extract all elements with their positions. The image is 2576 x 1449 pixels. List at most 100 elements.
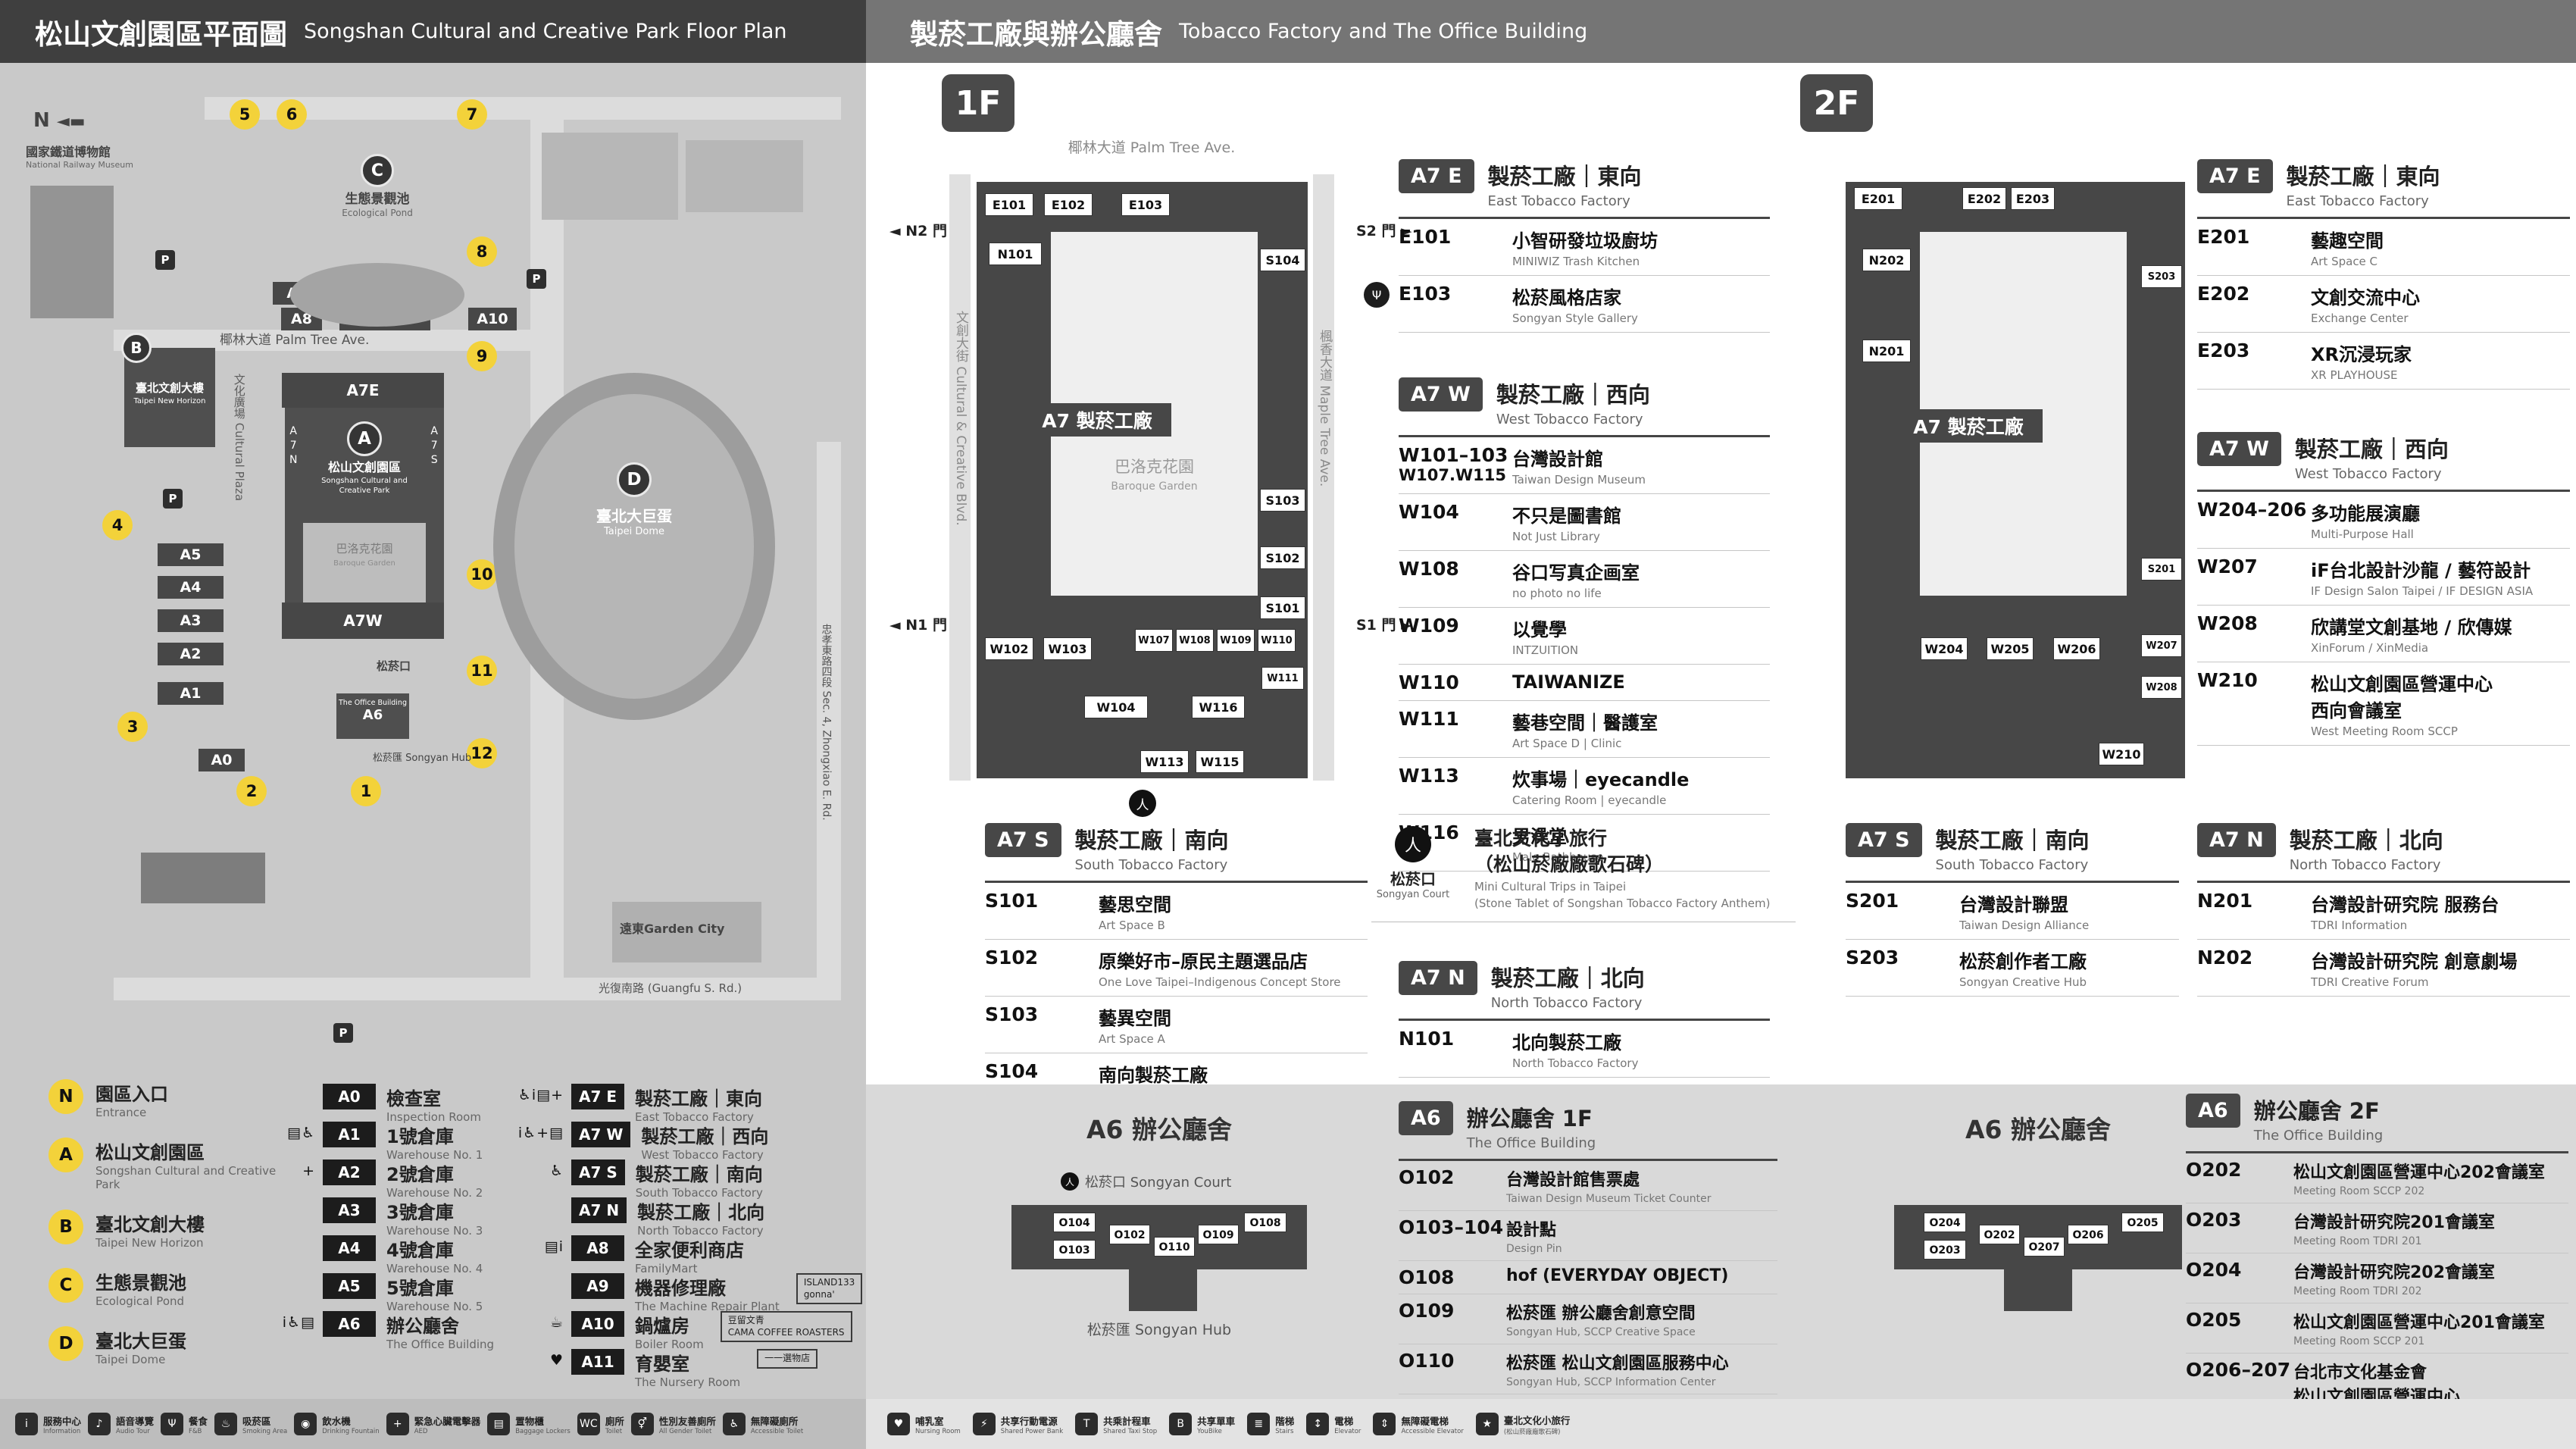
entry-name-zh: 南向製菸工廠 bbox=[1099, 1065, 1208, 1086]
room-label: W110 bbox=[1258, 629, 1296, 652]
entry-name-zh: 多功能展演廳 bbox=[2311, 503, 2420, 524]
cultural-plaza-label: 文化廣場 Cultural Plaza bbox=[232, 374, 246, 502]
legend-building-row: ▤♿ A1 1號倉庫 Warehouse No. 1 bbox=[287, 1122, 494, 1162]
a6-2f-heading: A6 辦公廳舍 bbox=[1965, 1115, 2111, 1144]
legend-building-zh: 2號倉庫 bbox=[386, 1164, 454, 1185]
entry-code: W111 bbox=[1399, 708, 1459, 730]
building-a5: A5 bbox=[158, 543, 224, 566]
road-top bbox=[205, 97, 841, 120]
entry-code: W208 bbox=[2197, 612, 2258, 634]
legend-building-en: Boiler Room bbox=[635, 1338, 704, 1351]
section-tag: A7 S bbox=[985, 823, 1061, 857]
a7s-wing-label: A7S bbox=[428, 425, 441, 468]
facility-item: ⚡ 共享行動電源 Shared Power Bank bbox=[972, 1413, 1063, 1435]
pond-label: 生態景觀池 Ecological Pond bbox=[342, 192, 413, 219]
a6-1f-map: A6 辦公廳舍 人 松菸口 Songyan Court O104 O103 O1… bbox=[970, 1091, 1349, 1394]
map-2f: A7 製菸工廠 E201 E202 E203 N202 N201 S203 S2… bbox=[1773, 136, 2197, 841]
street-right-label: 楓香大道 Maple Tree Ave. bbox=[1317, 330, 1332, 487]
a6-2f-map: A6 辦公廳舍 O204 O203 O202 O207 O206 O205 bbox=[1864, 1091, 2212, 1394]
legend-marker-row: N 園區入口 Entrance bbox=[48, 1079, 285, 1119]
legend-building-tag: A10 bbox=[571, 1311, 624, 1337]
marker-d: D bbox=[617, 462, 652, 497]
entrance-11: 11 bbox=[467, 656, 497, 686]
songyan-hub-label: 松菸匯 Songyan Hub bbox=[1086, 1322, 1232, 1338]
room-label: O102 bbox=[1109, 1225, 1150, 1244]
entry-code: W109 bbox=[1399, 615, 1459, 637]
facility-icon: ★ bbox=[1475, 1413, 1499, 1435]
entry-name-zh: 原樂好市–原民主題選品店 bbox=[1099, 951, 1308, 972]
legend-building-tag: A11 bbox=[571, 1349, 624, 1375]
a6-1f-heading: A6 辦公廳舍 bbox=[1086, 1115, 1232, 1144]
facility-item: ≣ 階梯 Stairs bbox=[1247, 1413, 1294, 1435]
court-feature-en2: (Stone Tablet of Songshan Tobacco Factor… bbox=[1474, 896, 1771, 910]
room-label: O202 bbox=[1979, 1225, 2020, 1244]
entry-name-zh: 以覺學 bbox=[1512, 619, 1567, 640]
room-label: W116 bbox=[1192, 696, 1245, 718]
factory-detail-panel: 製菸工廠與辦公廳舍 Tobacco Factory and The Office… bbox=[866, 0, 2576, 1449]
section-tag: A7 W bbox=[1399, 377, 1483, 412]
entry-code: E202 bbox=[2197, 283, 2250, 305]
entry-code: S201 bbox=[1846, 890, 1899, 912]
facility-icon: ⇕ bbox=[1373, 1413, 1396, 1435]
entry-name-en: Art Space A bbox=[1099, 1032, 1165, 1046]
road-palm-ave bbox=[114, 330, 538, 351]
entrance-4: 4 bbox=[102, 510, 133, 540]
park-map-panel: 松山文創園區平面圖 Songshan Cultural and Creative… bbox=[0, 0, 866, 1449]
facility-icon: ♪ bbox=[88, 1413, 111, 1435]
facility-icon: ♿ bbox=[722, 1413, 746, 1435]
songyan-court-feature: 人 松菸口 Songyan Court 臺北文化小旅行 （松山菸廠廠歌石碑） M… bbox=[1371, 826, 1796, 922]
facility-icon: ◉ bbox=[294, 1413, 317, 1435]
entrance-8: 8 bbox=[467, 236, 497, 267]
legend-building-row: ♿i▤+ A7 E 製菸工廠｜東向 East Tobacco Factory bbox=[518, 1084, 862, 1124]
legend-building-zh: 5號倉庫 bbox=[386, 1278, 454, 1299]
legend-building-tag: A9 bbox=[571, 1273, 624, 1299]
room-label: E201 bbox=[1854, 187, 1902, 210]
entry-code: W210 bbox=[2197, 669, 2258, 691]
entry-code: W113 bbox=[1399, 765, 1459, 787]
legend-marker-en: Songshan Cultural and Creative Park bbox=[95, 1164, 277, 1191]
entry-code: S103 bbox=[985, 1003, 1039, 1025]
palm-ave-label-1f: 椰林大道 Palm Tree Ave. bbox=[1068, 139, 1236, 156]
facility-item: ★ 臺北文化小旅行 (松山菸廠廠歌石碑) bbox=[1475, 1413, 1570, 1436]
entrance-2: 2 bbox=[236, 776, 267, 806]
entrance-7: 7 bbox=[457, 99, 487, 130]
legend-building-en: East Tobacco Factory bbox=[635, 1110, 754, 1124]
a6-building-2f-stub bbox=[2004, 1269, 2072, 1311]
legend-facility-icons: ☕ bbox=[549, 1314, 564, 1331]
city-block-ne2 bbox=[686, 140, 803, 212]
right-title-en: Tobacco Factory and The Office Building bbox=[1179, 20, 1588, 43]
room-label: S201 bbox=[2141, 558, 2182, 581]
legend-building-row: A5 5號倉庫 Warehouse No. 5 bbox=[323, 1273, 494, 1313]
road-right bbox=[817, 442, 841, 980]
entry-icon: Ψ bbox=[1364, 282, 1390, 308]
entry-name-zh: 松山文創園區營運中心201會議室 bbox=[2293, 1313, 2545, 1332]
room-label: E102 bbox=[1044, 193, 1093, 216]
right-title-zh: 製菸工廠與辦公廳舍 bbox=[910, 17, 1162, 51]
songyan-court-icon: 人 bbox=[1061, 1172, 1079, 1191]
facility-icon: ▤ bbox=[487, 1413, 511, 1435]
section-tag: A7 W bbox=[2197, 432, 2281, 466]
entry-name-zh: TAIWANIZE bbox=[1512, 671, 1625, 693]
entry-name-zh: 藝趣空間 bbox=[2311, 230, 2384, 252]
legend-building-zh: 製菸工廠｜東向 bbox=[635, 1088, 763, 1109]
baroque-garden-label-1f: 巴洛克花園 Baroque Garden bbox=[1111, 458, 1198, 493]
facility-item: ♿ 無障礙廁所 Accessible Toilet bbox=[722, 1413, 803, 1435]
legend-building-row: ♿ A7 S 製菸工廠｜南向 South Tobacco Factory bbox=[550, 1160, 862, 1200]
entry-code: S104 bbox=[985, 1060, 1039, 1082]
legend-building-row: A7 N 製菸工廠｜北向 North Tobacco Factory bbox=[571, 1197, 862, 1238]
entry-name-en: Taiwan Design Museum bbox=[1512, 473, 1646, 487]
entry-name-en: TDRI Creative Forum bbox=[2311, 975, 2429, 989]
court-feature-zh2: （松山菸廠廠歌石碑） bbox=[1474, 853, 1665, 875]
legend-building-row: A4 4號倉庫 Warehouse No. 4 bbox=[323, 1235, 494, 1275]
garden-city-block bbox=[612, 902, 761, 962]
north-label: N bbox=[33, 109, 50, 132]
railway-museum-block bbox=[30, 186, 114, 318]
north-arrow-icon: ◄▬ bbox=[56, 112, 86, 131]
